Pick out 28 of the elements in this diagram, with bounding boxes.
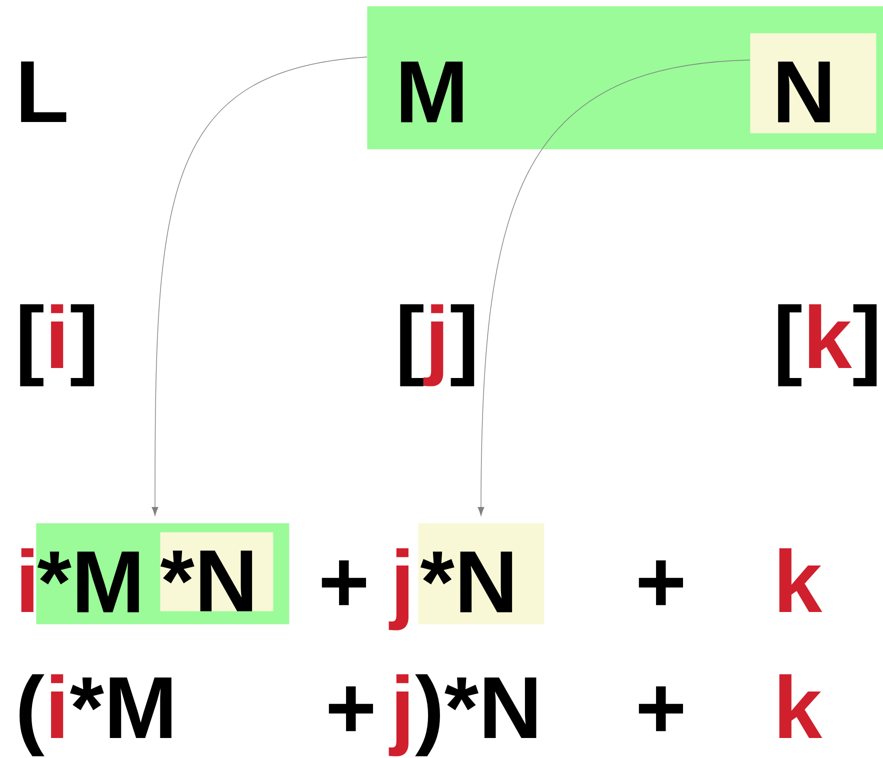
label-text: [: [400, 304, 424, 386]
highlight-box: N: [750, 33, 876, 134]
highlight-box: *N: [418, 523, 544, 624]
label-text: i: [51, 304, 64, 368]
curved-arrow: [478, 60, 750, 516]
label-text: [: [778, 304, 802, 386]
label-text: i: [51, 674, 64, 738]
label-text: +: [328, 686, 374, 732]
highlight-box: *N: [160, 532, 274, 612]
label-text: ]: [853, 304, 877, 386]
label-text: )*N: [415, 674, 536, 756]
label-text: (: [20, 674, 44, 756]
label-text: +: [322, 560, 366, 606]
label-text: L: [21, 61, 66, 122]
label-text: j: [388, 674, 408, 756]
label-text: k: [779, 674, 822, 738]
label-text: j: [424, 304, 444, 386]
label-text: k: [779, 548, 822, 612]
label-text: k: [809, 304, 852, 368]
label-text: +: [638, 560, 684, 606]
label-text: i: [21, 548, 34, 612]
label-text: *M: [70, 677, 172, 738]
curved-arrow: [152, 56, 368, 516]
label-text: +: [638, 686, 684, 732]
label-text: j: [388, 548, 408, 630]
label-text: ]: [450, 304, 474, 386]
label-text: [: [20, 304, 44, 386]
label-text: ]: [70, 304, 94, 386]
